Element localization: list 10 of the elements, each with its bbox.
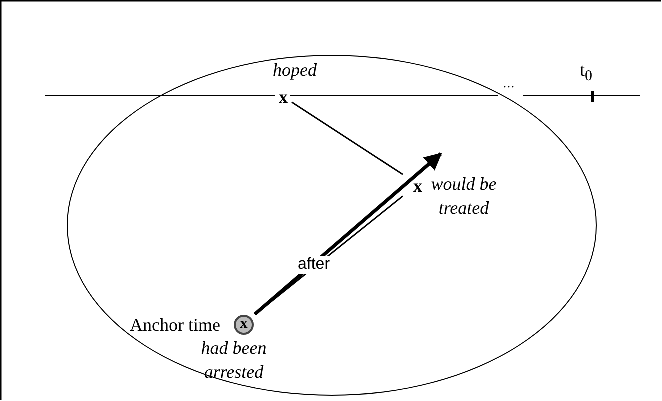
ellipsis-mark: ···: [503, 80, 515, 95]
annotation-text: Anchor time: [130, 314, 220, 337]
connector-line: [292, 102, 404, 176]
annotation-text: would be treated: [430, 173, 498, 220]
annotation-text: hoped: [273, 59, 317, 82]
time-label: t$_{0}$: [580, 60, 593, 86]
annotation-text: had been arrested: [200, 337, 268, 384]
edge-label: after: [297, 256, 332, 274]
anchor-marker: x: [234, 315, 254, 335]
arrow: [254, 152, 442, 316]
